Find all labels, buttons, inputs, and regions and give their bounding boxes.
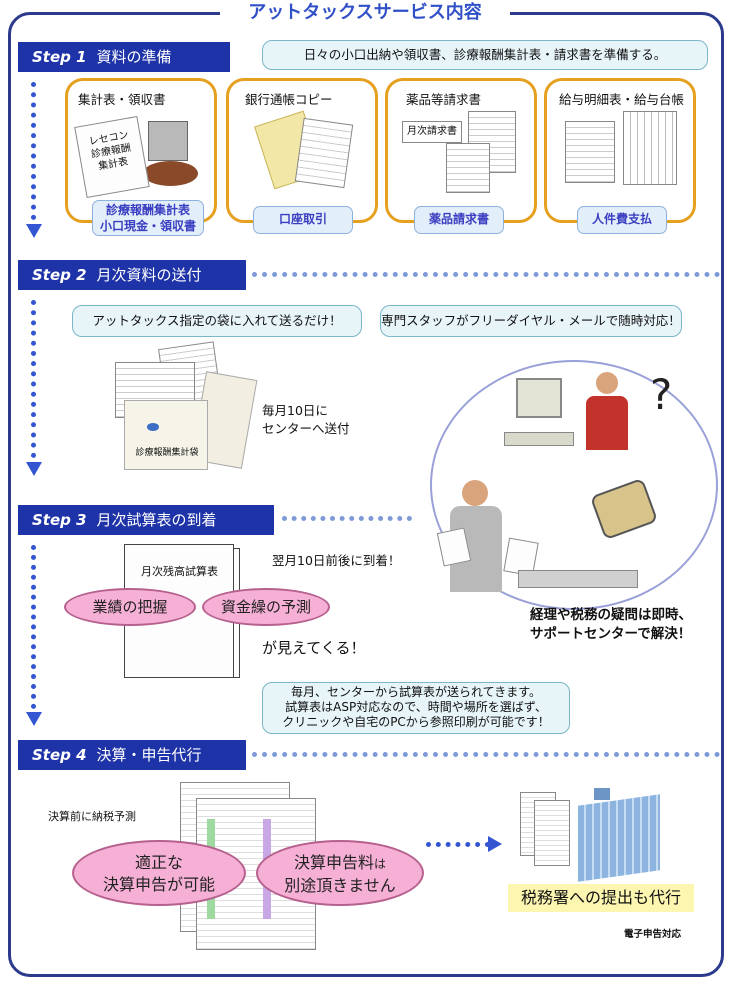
mail-bag-label: 診療報酬集計袋 xyxy=(135,448,199,458)
office-desk xyxy=(518,570,638,588)
mail-bag: 診療報酬集計袋 xyxy=(124,400,208,470)
card-receipts: 集計表・領収書 レセコン 診療報酬 集計表 診療報酬集計表 小口現金・領収書 xyxy=(65,78,217,236)
step2-arrow-down-icon xyxy=(26,462,42,476)
oval-no-fee: 決算申告料は 別途頂きません xyxy=(256,840,424,906)
oval-cashflow: 資金繰の予測 xyxy=(202,588,330,626)
arrive-text: 翌月10日前後に到着！ xyxy=(272,553,401,568)
card-bankbook-tag: 口座取引 xyxy=(253,206,353,234)
office-building-icon xyxy=(578,794,660,882)
oval-proper-filing: 適正な 決算申告が可能 xyxy=(72,840,246,906)
question-mark-icon: ? xyxy=(650,370,673,419)
step3-number: Step 3 xyxy=(32,511,87,529)
card-payroll: 給与明細表・給与台帳 人件費支払 xyxy=(544,78,696,234)
step2-note-left: アットタックス指定の袋に入れて送るだけ！ xyxy=(72,305,362,337)
oval-performance: 業績の把握 xyxy=(64,588,196,626)
step3-note: 毎月、センターから試算表が送られてきます。 試算表はASP対応なので、時間や場所… xyxy=(262,682,570,734)
step2-number: Step 2 xyxy=(32,266,87,284)
company-logo-icon xyxy=(147,423,159,431)
card-payroll-title: 給与明細表・給与台帳 xyxy=(559,92,685,107)
e-filing-text: 電子申告対応 xyxy=(624,929,682,940)
support-text: 経理や税務の疑問は即時、 サポートセンターで解決！ xyxy=(530,607,692,642)
payslip-doc xyxy=(565,121,615,183)
step3-flow-line xyxy=(31,545,36,709)
operator-body xyxy=(586,396,628,450)
step1-number: Step 1 xyxy=(32,48,87,66)
card-receipts-tag: 診療報酬集計表 小口現金・領収書 xyxy=(92,200,204,236)
card-receipts-title: 集計表・領収書 xyxy=(78,92,166,107)
step3-separator xyxy=(282,516,412,521)
step2-separator xyxy=(252,272,720,277)
card-bankbook: 銀行通帳コピー 口座取引 xyxy=(226,78,378,234)
arrow-right-line xyxy=(426,842,490,847)
step3-label: Step 3 月次試算表の到着 xyxy=(18,505,274,535)
payroll-ledger-doc xyxy=(623,111,677,185)
trial-balance-title: 月次残高試算表 xyxy=(141,565,218,578)
pre-forecast-text: 決算前に納税予測 xyxy=(48,810,136,823)
card-bankbook-title: 銀行通帳コピー xyxy=(245,92,333,107)
support-illustration xyxy=(430,360,718,610)
building-roof xyxy=(594,788,610,800)
step2-label: Step 2 月次資料の送付 xyxy=(18,260,246,290)
invoice-sheet-doc-2 xyxy=(446,143,490,193)
step1-label: Step 1 資料の準備 xyxy=(18,42,230,72)
page-title: アットタックスサービス内容 xyxy=(220,0,510,26)
visible-text: が見えてくる！ xyxy=(262,639,366,657)
oval-no-fee-particle: は xyxy=(374,857,387,871)
step4-title: 決算・申告代行 xyxy=(96,746,202,764)
arrow-right-icon xyxy=(488,836,502,852)
step1-arrow-down-icon xyxy=(26,224,42,238)
step3-title: 月次試算表の到着 xyxy=(96,511,217,529)
monthly-invoice-label: 月次請求書 xyxy=(402,121,462,143)
step3-arrow-down-icon xyxy=(26,712,42,726)
step2-title: 月次資料の送付 xyxy=(96,266,202,284)
oval-no-fee-line1: 決算申告料 xyxy=(293,853,374,872)
operator-head xyxy=(596,372,618,394)
card-invoice-title: 薬品等請求書 xyxy=(406,92,482,107)
caller-head xyxy=(462,480,488,506)
step4-separator xyxy=(252,752,720,757)
step4-label: Step 4 決算・申告代行 xyxy=(18,740,246,770)
filing-doc-2 xyxy=(534,800,570,866)
oval-no-fee-line2: 別途頂きません xyxy=(284,876,396,895)
card-invoice-tag: 薬品請求書 xyxy=(414,206,504,234)
receipt-printer-icon xyxy=(148,121,188,161)
step2-note-right: 専門スタッフがフリーダイヤル・メールで随時対応！ xyxy=(380,305,682,337)
card-payroll-tag: 人件費支払 xyxy=(577,206,667,234)
bankbook-copy-doc xyxy=(294,117,354,189)
step1-title: 資料の準備 xyxy=(96,48,172,66)
computer-icon xyxy=(516,378,562,418)
receipt-doc: レセコン 診療報酬 集計表 xyxy=(74,115,150,199)
card-invoice: 薬品等請求書 月次請求書 薬品請求書 xyxy=(385,78,537,234)
spike-holder-icon xyxy=(143,161,198,186)
step4-number: Step 4 xyxy=(32,746,87,764)
tax-office-text: 税務署への提出も代行 xyxy=(508,884,694,912)
send-text: 毎月10日に センターへ送付 xyxy=(262,403,350,436)
step1-flow-line xyxy=(31,82,36,220)
step2-flow-line xyxy=(31,300,36,458)
keyboard-icon xyxy=(504,432,574,446)
step1-note: 日々の小口出納や領収書、診療報酬集計表・請求書を準備する。 xyxy=(262,40,708,70)
